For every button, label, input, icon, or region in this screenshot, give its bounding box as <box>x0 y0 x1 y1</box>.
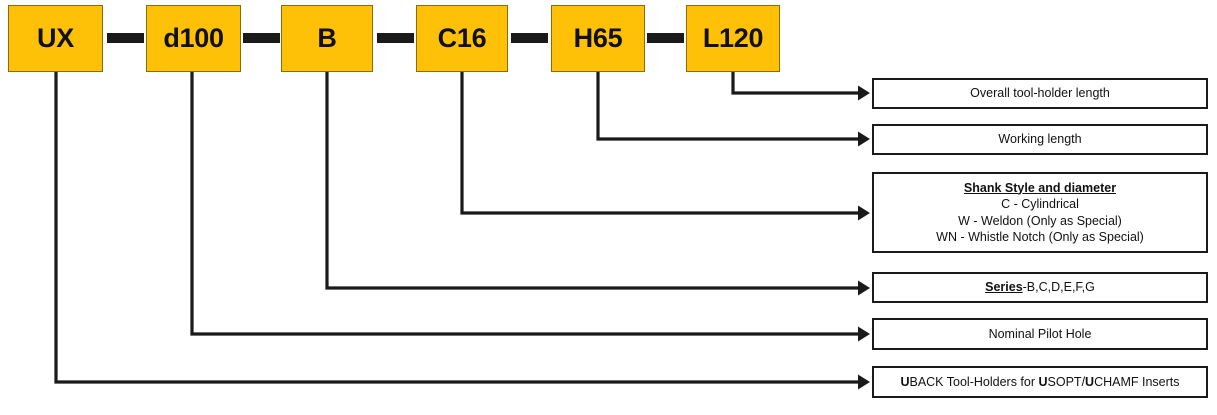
code-segment-c16[interactable]: C16 <box>416 5 508 72</box>
description-text: C - Cylindrical <box>1001 197 1079 211</box>
brand-rest: SOPT <box>1047 374 1082 389</box>
code-segment-h65[interactable]: H65 <box>551 5 645 72</box>
arrowhead-icon <box>858 205 870 221</box>
brand-rest: CHAMF <box>1094 374 1139 389</box>
separator-dash-1 <box>107 33 144 43</box>
connector-path <box>54 72 862 384</box>
description-title: Shank Style and diameter <box>964 180 1116 197</box>
code-segment-l120[interactable]: L120 <box>686 5 780 72</box>
arrowhead-icon <box>858 280 870 296</box>
separator-dash-5 <box>647 33 684 43</box>
connector-path <box>731 72 862 95</box>
separator-dash-2 <box>243 33 280 43</box>
brand-initial: U <box>900 374 910 389</box>
description-text: Working length <box>998 132 1082 147</box>
connector-path <box>325 72 862 290</box>
description-text-part: Tool-Holders for <box>943 374 1039 389</box>
description-text: WN - Whistle Notch (Only as Special) <box>936 230 1144 244</box>
separator-dash-4 <box>511 33 548 43</box>
code-segment-label: C16 <box>437 23 487 53</box>
conn-c16 <box>460 72 870 221</box>
code-segment-label: B <box>317 23 337 53</box>
description-text: W - Weldon (Only as Special) <box>958 213 1122 228</box>
arrowhead-icon <box>858 85 870 101</box>
code-segment-label: d100 <box>163 23 224 53</box>
connector-path <box>190 72 862 336</box>
brand-initial: U <box>1085 374 1095 389</box>
conn-h65 <box>596 72 870 147</box>
connector-path <box>596 72 862 141</box>
description-label-key: Series <box>985 280 1023 295</box>
connector-path <box>460 72 862 215</box>
code-segment-d100[interactable]: d100 <box>146 5 241 72</box>
description-title-text: Shank Style and diameter <box>963 180 1117 195</box>
desc-overall-length[interactable]: Overall tool-holder length <box>872 78 1208 109</box>
desc-uback[interactable]: UBACK Tool-Holders for USOPT/UCHAMF Inse… <box>872 366 1208 398</box>
brand-rest: BACK <box>909 374 944 389</box>
code-segment-label: UX <box>37 23 74 53</box>
desc-working-length[interactable]: Working length <box>872 124 1208 155</box>
description-text: Nominal Pilot Hole <box>988 326 1092 341</box>
brand-initial: U <box>1038 374 1048 389</box>
description-label-line: Series-B,C,D,E,F,G <box>985 279 1095 296</box>
desc-series[interactable]: Series-B,C,D,E,F,G <box>872 272 1208 303</box>
description-label-value: -B,C,D,E,F,G <box>1022 280 1095 295</box>
conn-b <box>325 72 870 296</box>
arrowhead-icon <box>858 131 870 147</box>
desc-nominal-pilot-hole[interactable]: Nominal Pilot Hole <box>872 318 1208 350</box>
description-text-part: / <box>1081 374 1086 389</box>
conn-ux <box>54 72 870 390</box>
arrowhead-icon <box>858 374 870 390</box>
code-segment-label: H65 <box>573 23 623 53</box>
arrowhead-icon <box>858 326 870 342</box>
separator-dash-3 <box>377 33 414 43</box>
description-text: UBACK Tool-Holders for USOPT/UCHAMF Inse… <box>900 374 1179 391</box>
conn-l120 <box>731 72 870 101</box>
description-text: Overall tool-holder length <box>970 86 1110 101</box>
description-text-part: Inserts <box>1138 374 1180 389</box>
code-segment-label: L120 <box>702 23 764 53</box>
code-segment-b[interactable]: B <box>281 5 373 72</box>
conn-d100 <box>190 72 870 342</box>
code-segment-ux[interactable]: UX <box>8 5 103 72</box>
